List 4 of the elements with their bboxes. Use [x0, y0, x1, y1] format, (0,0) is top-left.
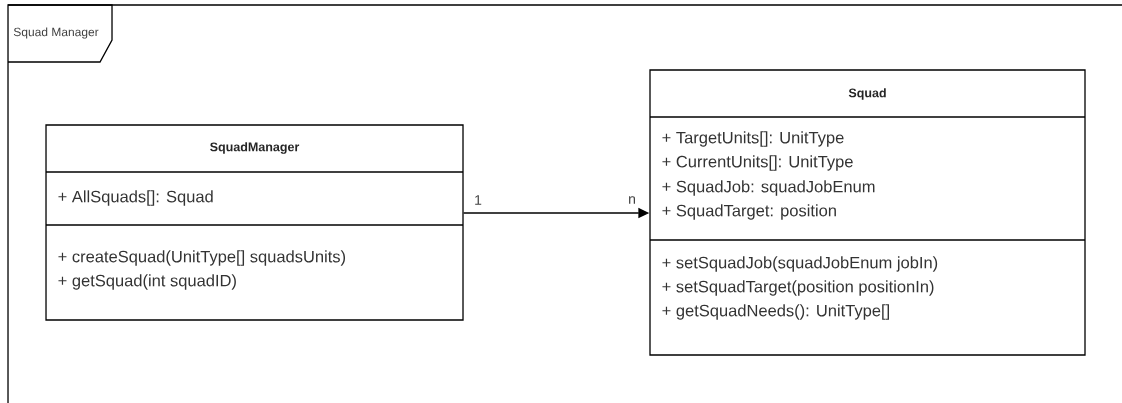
class-box: SquadManager + AllSquads[]: Squad + createSquad(UnitType[] squadsUnits) + getSquad(int squadID) — [45, 124, 464, 321]
class-box: Squad + TargetUnits[]: UnitType + CurrentUnits[]: UnitType + SquadJob: squadJobEnum + SquadTarget: position + setSquadJob(squadJobEnum jobIn) + setSquadTarget(position positionIn) + getSquadNeeds(): UnitType[] — [649, 69, 1086, 356]
multiplicity-label: 1 — [475, 195, 482, 205]
multiplicity-label: n — [629, 196, 635, 204]
